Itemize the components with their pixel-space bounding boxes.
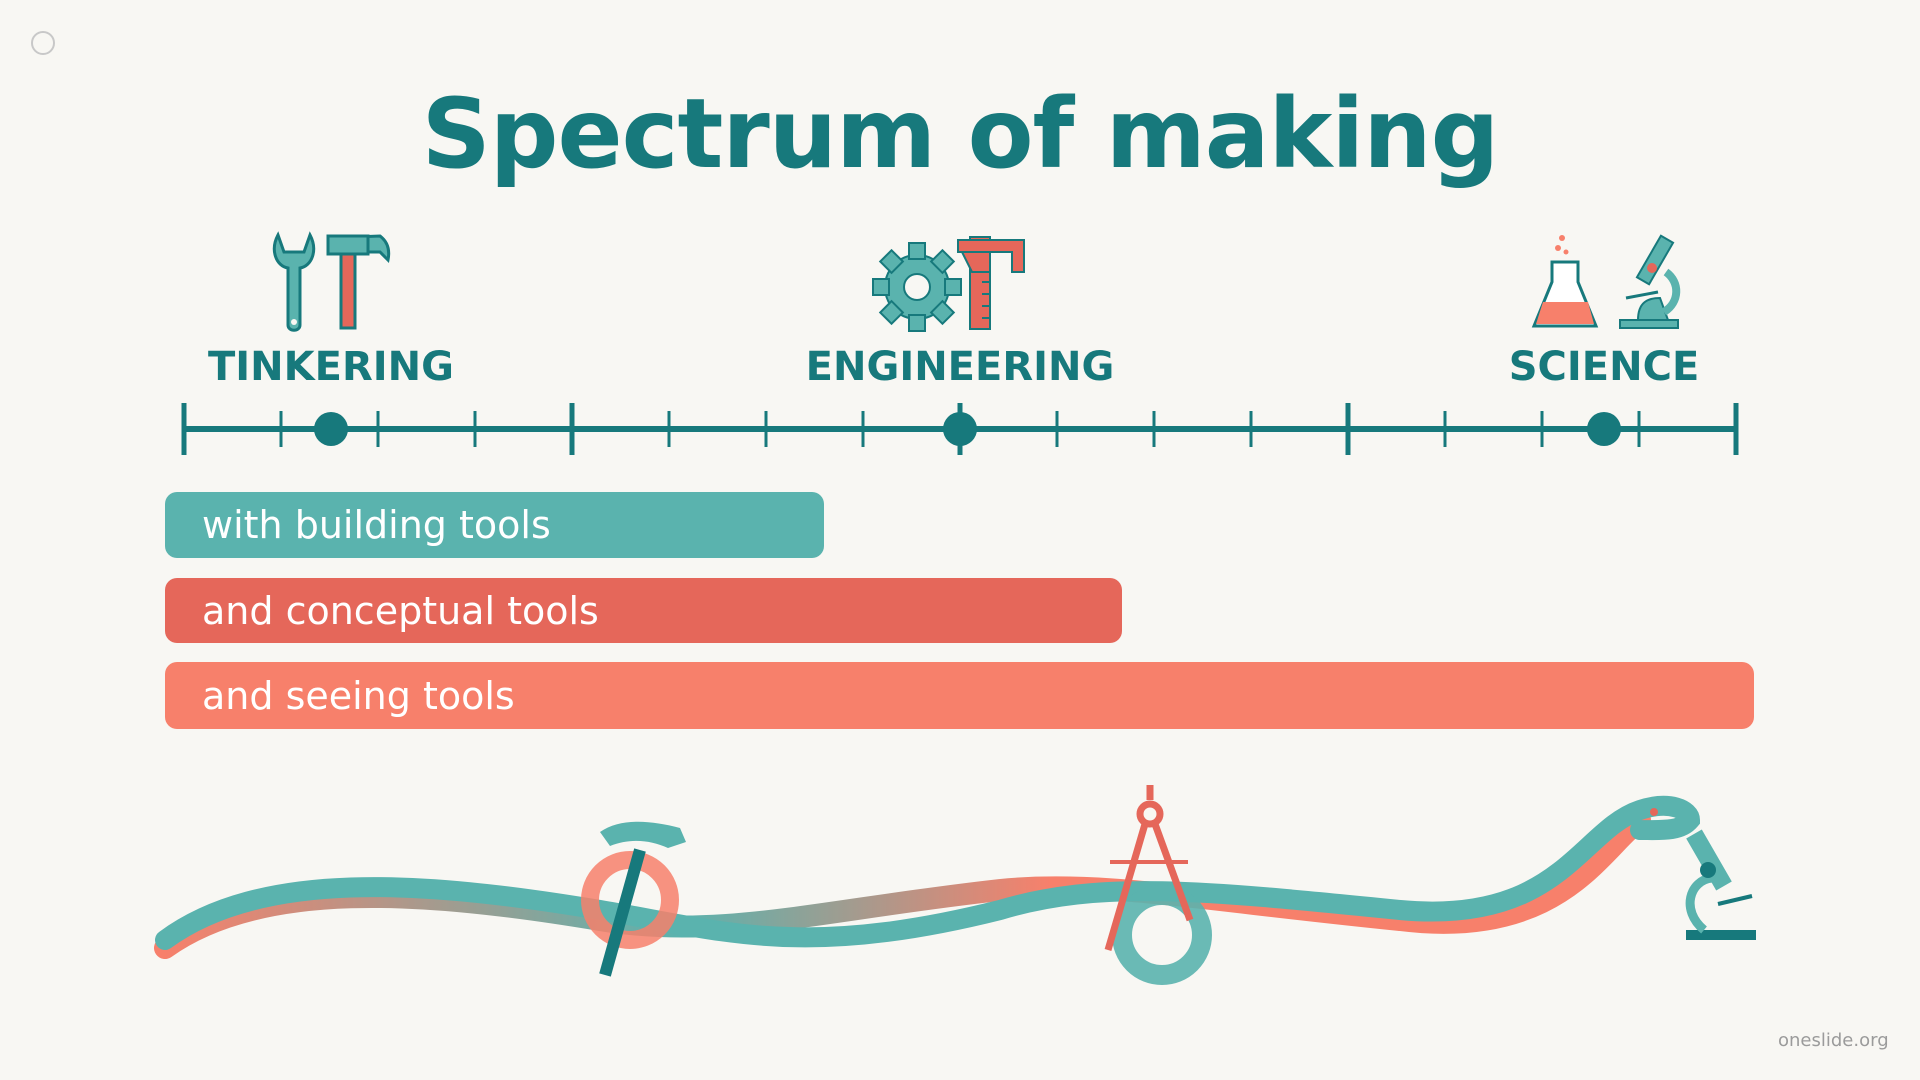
wrench-icon [272,231,316,332]
snake-coil-2 [1112,885,1212,985]
bar-label: and seeing tools [202,673,515,718]
stage-marker-1 [943,412,977,446]
compass-icon [1104,785,1194,951]
credit-text: oneslide.org [1778,1030,1889,1051]
bar-label: with building tools [202,503,551,547]
snake-coil-1 [581,851,679,949]
stage-label-engineering: ENGINEERING [805,344,1115,390]
tinkering-icons [272,231,391,332]
bar-seeing-tools: and seeing tools [165,662,1754,729]
caliper-icon [957,236,1025,330]
microscope-icon [1685,829,1756,940]
page-title: Spectrum of making [421,78,1500,190]
engineering-icons [872,236,1025,332]
snake-eye [1650,808,1658,816]
stage-marker-0 [314,412,348,446]
hammer-icon [599,821,686,977]
microscope-icon [1619,234,1681,329]
stage-marker-2 [1587,412,1621,446]
bar-building-tools: with building tools [165,492,824,558]
stage-label-tinkering: TINKERING [208,344,454,390]
spectrum-axis [181,403,1739,455]
snake-body [155,795,1701,950]
science-icons [1531,234,1681,329]
snake-illustration [154,785,1756,985]
slide-indicator-icon [31,31,55,55]
hammer-icon [326,234,391,330]
stage-label-science: SCIENCE [1508,344,1700,390]
bar-conceptual-tools: and conceptual tools [165,578,1122,643]
gear-icon [872,242,962,332]
flask-icon [1531,235,1599,328]
bar-label: and conceptual tools [202,588,599,633]
